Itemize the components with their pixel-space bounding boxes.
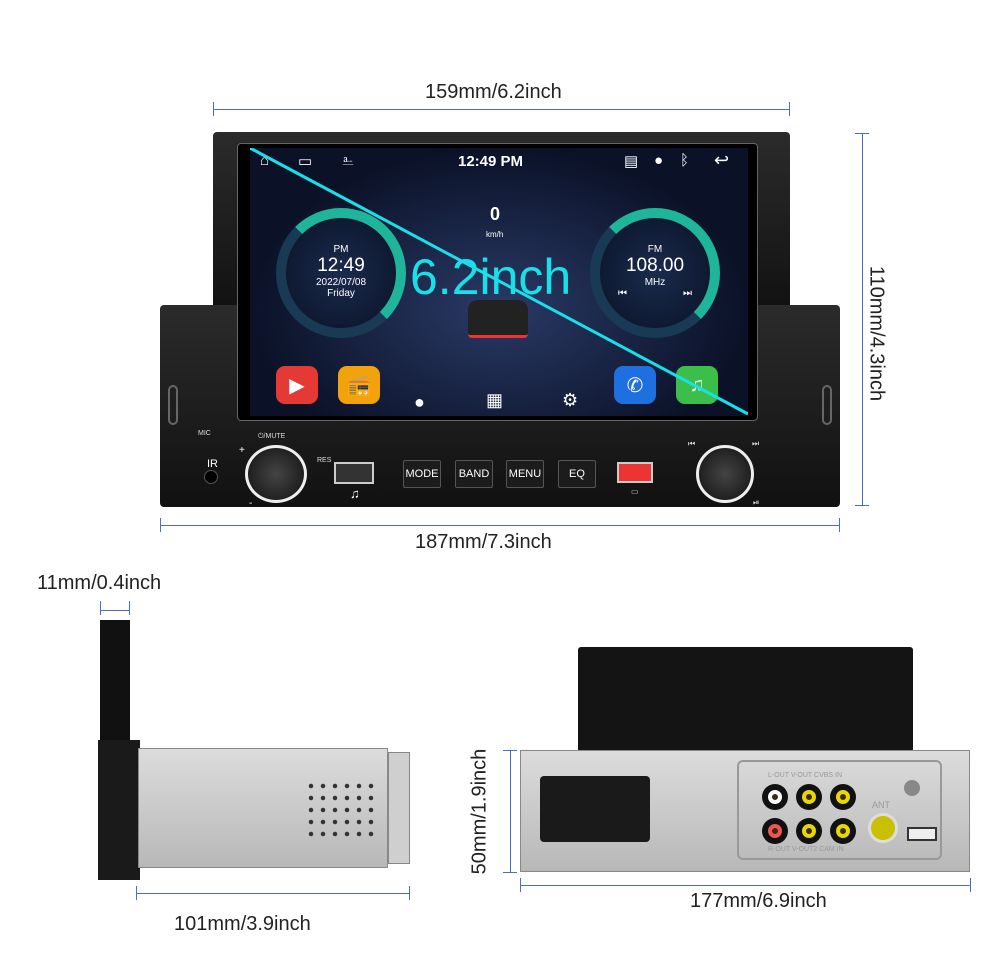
dim-label-plate: 11mm/0.4inch bbox=[37, 572, 162, 594]
rear-usb-port bbox=[907, 827, 937, 841]
rca-v-out2 bbox=[796, 818, 822, 844]
rca-r-out bbox=[762, 818, 788, 844]
dim-tick bbox=[855, 133, 869, 134]
dim-tick bbox=[136, 886, 137, 900]
prev-label: ⏮ bbox=[688, 439, 696, 448]
diagonal-line bbox=[250, 148, 748, 416]
status-time: 12:49 PM bbox=[458, 153, 524, 170]
radio-next-icon[interactable]: ⏭ bbox=[683, 288, 692, 299]
rca-v-out bbox=[796, 784, 822, 810]
dim-line-plate bbox=[100, 610, 130, 611]
volume-minus-label: - bbox=[249, 498, 253, 509]
dim-tick bbox=[213, 102, 214, 116]
dim-tick bbox=[855, 505, 869, 506]
speed-value: 0 bbox=[490, 204, 501, 224]
dim-label-depth: 101mm/3.9inch bbox=[174, 913, 311, 935]
back-icon[interactable]: ↩ bbox=[714, 150, 730, 170]
dim-line-depth bbox=[136, 893, 410, 894]
video-app-icon[interactable]: ▶ bbox=[276, 366, 318, 404]
mode-button[interactable]: MODE bbox=[403, 460, 441, 488]
reset-label: RES bbox=[317, 457, 332, 464]
radio-gauge[interactable]: FM 108.00 MHz ⏮ ⏭ bbox=[590, 208, 720, 338]
usb-port bbox=[334, 462, 374, 484]
next-label: ⏭ bbox=[752, 439, 760, 448]
ant-label: ANT bbox=[872, 800, 890, 810]
radio-unit: MHz bbox=[644, 277, 666, 288]
dim-tick bbox=[839, 518, 840, 532]
menu-button[interactable]: MENU bbox=[506, 460, 544, 488]
dim-label-rear-width: 177mm/6.9inch bbox=[690, 890, 827, 912]
vent-holes bbox=[305, 780, 375, 840]
rca-l-out bbox=[762, 784, 788, 810]
location-icon: ● bbox=[654, 152, 664, 169]
dim-tick bbox=[503, 872, 517, 873]
clock-time: 12:49 bbox=[317, 255, 365, 276]
rca-cvbs-in bbox=[830, 784, 856, 810]
charge-usb-port bbox=[617, 462, 653, 483]
av-panel bbox=[737, 760, 942, 860]
ir-sensor bbox=[204, 470, 218, 484]
car-graphic bbox=[468, 300, 528, 338]
nav-icon[interactable]: ● bbox=[414, 392, 425, 412]
radio-app-icon[interactable]: 📻 bbox=[338, 366, 380, 404]
dim-label-rear-height: 50mm/1.9inch bbox=[468, 748, 491, 875]
dim-tick bbox=[970, 878, 971, 892]
left-mount-slot bbox=[168, 385, 178, 425]
dim-line-height bbox=[862, 133, 863, 506]
volume-knob[interactable] bbox=[245, 445, 307, 503]
iso-connector bbox=[540, 776, 650, 842]
bluetooth-icon: ᛒ bbox=[680, 152, 690, 169]
volume-plus-label: + bbox=[239, 445, 245, 456]
dim-tick bbox=[520, 878, 521, 892]
eq-button[interactable]: EQ bbox=[558, 460, 596, 488]
dim-tick bbox=[789, 102, 790, 116]
clock-ampm: PM bbox=[333, 244, 349, 255]
dim-tick bbox=[160, 518, 161, 532]
dim-tick bbox=[100, 601, 101, 615]
playpause-label: ⏯ bbox=[753, 498, 760, 507]
recent-apps-icon[interactable]: ▭ bbox=[298, 153, 313, 170]
ir-label: IR bbox=[207, 458, 218, 470]
radio-band: FM bbox=[647, 244, 663, 255]
dim-line-rear-height bbox=[510, 750, 511, 873]
radio-frequency: 108.00 bbox=[625, 255, 685, 276]
speed-unit: km/h bbox=[486, 230, 504, 239]
dim-tick bbox=[503, 750, 517, 751]
side-bracket bbox=[98, 740, 140, 880]
usb-icon: ⎁ bbox=[342, 152, 355, 169]
clock-date: 2022/07/08 bbox=[315, 277, 367, 288]
dim-label-top-width: 159mm/6.2inch bbox=[425, 81, 562, 103]
dim-line-top-width bbox=[213, 109, 790, 110]
right-mount-slot bbox=[822, 385, 832, 425]
screen-size-label: 6.2inch bbox=[410, 249, 572, 305]
rca-cam-in bbox=[830, 818, 856, 844]
dim-tick bbox=[409, 886, 410, 900]
tune-knob[interactable] bbox=[696, 445, 754, 503]
home-icon[interactable]: ⌂ bbox=[260, 152, 270, 169]
phone-app-icon[interactable]: ✆ bbox=[614, 366, 656, 404]
side-rear-block bbox=[388, 752, 410, 864]
cast-icon: ▤ bbox=[624, 153, 639, 170]
dim-line-rear-width bbox=[520, 885, 971, 886]
dim-tick bbox=[129, 601, 130, 615]
battery-icon: ▭ bbox=[631, 487, 639, 496]
dim-label-height: 110mm/4.3inch bbox=[865, 265, 888, 402]
dim-label-front-width: 187mm/7.3inch bbox=[415, 531, 552, 553]
antenna-port bbox=[868, 813, 898, 843]
dim-line-front-width bbox=[160, 525, 840, 526]
av-top-labels: L-OUT V-OUT CVBS IN bbox=[768, 772, 843, 779]
music-note-icon: ♫ bbox=[350, 486, 360, 501]
rear-screen-housing bbox=[578, 647, 913, 752]
gps-connector bbox=[904, 780, 920, 796]
clock-gauge: PM 12:49 2022/07/08 Friday bbox=[276, 208, 406, 338]
power-mute-label: ⏻/MUTE bbox=[258, 433, 286, 440]
radio-prev-icon[interactable]: ⏮ bbox=[618, 288, 627, 299]
settings-icon[interactable]: ⚙ bbox=[562, 390, 579, 410]
apps-grid-icon[interactable]: ▦ bbox=[486, 390, 504, 410]
mic-label: MIC bbox=[198, 430, 211, 437]
clock-day: Friday bbox=[327, 288, 355, 299]
touch-screen[interactable]: ⌂ ▭ ⎁ 12:49 PM ▤ ● ᛒ ↩ 0 km/h PM 12:49 2… bbox=[250, 148, 748, 416]
band-button[interactable]: BAND bbox=[455, 460, 493, 488]
av-bottom-labels: R-OUT V-OUT2 CAM IN bbox=[768, 846, 844, 853]
